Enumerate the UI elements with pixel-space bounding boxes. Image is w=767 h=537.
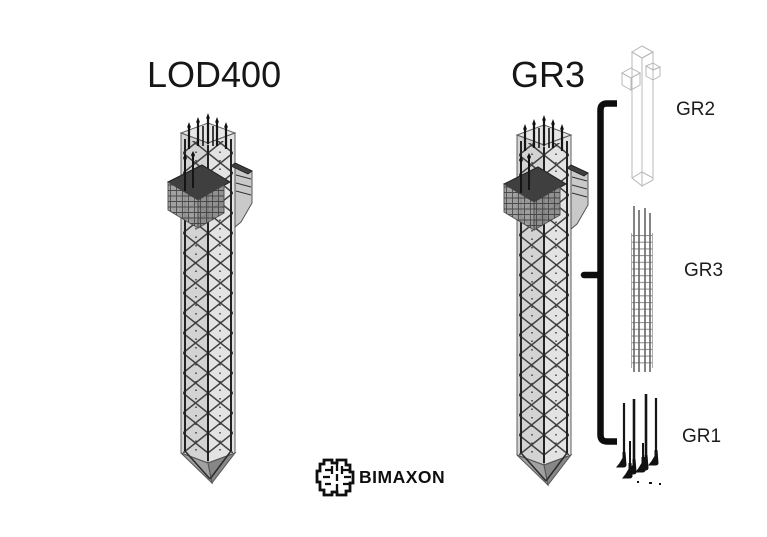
label-gr1: GR1: [682, 426, 722, 447]
label-gr2: GR2: [676, 99, 716, 120]
gr1-dowel-bars-figure: [616, 394, 661, 485]
gr2-wireframe-figure: [620, 45, 662, 188]
bimaxon-logo-text: BIMAXON: [359, 467, 446, 487]
bimaxon-brain-icon: [315, 458, 355, 497]
bimaxon-logo: BIMAXON: [312, 454, 462, 500]
grouping-bracket: [580, 100, 617, 445]
gr3-rebar-cage-figure: [631, 206, 653, 372]
title-lod400: LOD400: [147, 54, 282, 95]
label-gr3: GR3: [684, 260, 724, 281]
lod400-column-model: [166, 111, 254, 485]
title-gr3: GR3: [511, 54, 586, 95]
gr3-column-model: [502, 113, 590, 487]
